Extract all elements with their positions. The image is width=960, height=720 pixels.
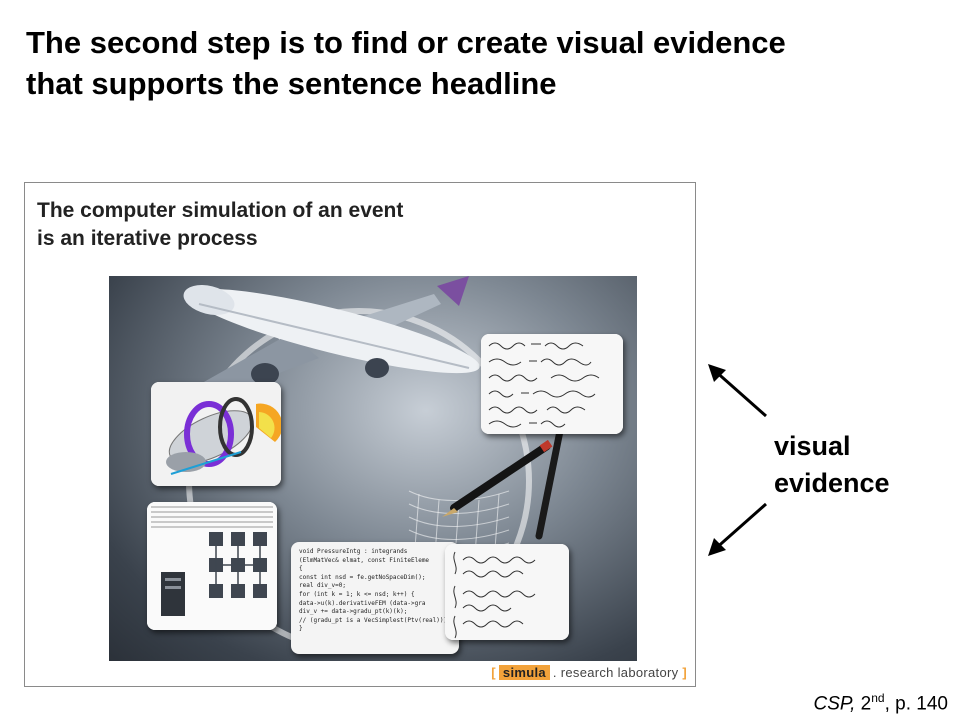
example-slide-title-line-2: is an iterative process: [37, 227, 258, 250]
citation-work: CSP,: [813, 693, 856, 715]
code-line: // (gradu_pt is a VecSimplest(Ptv(real))…: [299, 616, 448, 624]
citation-page: , p. 140: [884, 693, 948, 715]
simula-footer-tag: [simula. research laboratory ]: [491, 665, 687, 680]
code-line: }: [299, 625, 303, 633]
code-line: div_v += data->gradu_pt(k)(k);: [299, 608, 408, 616]
citation: CSP, 2nd, p. 140: [813, 686, 948, 716]
arrow-up-left-icon: [708, 364, 767, 418]
code-line: {: [299, 565, 303, 573]
equations-card: [481, 334, 623, 434]
integral-equations-card: [445, 544, 569, 640]
code-line: for (int k = 1; k <= nsd; k++) {: [299, 590, 415, 598]
computing-cluster-card: [147, 502, 277, 630]
engine-simulation-card: [151, 382, 281, 486]
visual-evidence-label: visual evidence: [774, 428, 890, 502]
callout-line-1: visual: [774, 431, 851, 461]
footer-bracket-close: ]: [682, 665, 687, 680]
code-line: const int nsd = fe.getNoSpaceDim();: [299, 573, 426, 581]
slide-title: The second step is to find or create vis…: [26, 22, 926, 104]
citation-edition: 2: [860, 693, 872, 715]
code-card: void PressureIntg : integrands (ElmMatVe…: [291, 542, 459, 654]
example-slide-title-line-1: The computer simulation of an event: [37, 199, 404, 222]
footer-lab-text: . research laboratory: [552, 665, 679, 680]
simula-brand: simula: [498, 665, 550, 680]
handwritten-integrals: [445, 544, 569, 640]
slide-title-line-2: that supports the sentence headline: [26, 66, 557, 101]
footer-bracket-open: [: [491, 665, 496, 680]
code-line: data->u(k).derivativeFEM (data->gra: [299, 599, 426, 607]
citation-edition-suffix: nd: [871, 691, 885, 705]
simulation-scene: void PressureIntg : integrands (ElmMatVe…: [109, 276, 637, 661]
code-line: (ElmMatVec& elmat, const FiniteEleme: [299, 556, 430, 564]
cluster-render: [147, 502, 277, 630]
slide-title-line-1: The second step is to find or create vis…: [26, 25, 786, 60]
airplane-illustration: [179, 276, 480, 404]
code-line: void PressureIntg : integrands: [299, 548, 408, 555]
example-slide-title: The computer simulation of an event is a…: [37, 197, 403, 253]
handwritten-equations: [481, 334, 623, 434]
code-line: real div_v=0;: [299, 582, 346, 590]
arrow-down-left-icon: [708, 502, 767, 556]
callout-line-2: evidence: [774, 468, 890, 498]
example-slide-image: The computer simulation of an event is a…: [24, 182, 696, 687]
engine-render: [151, 382, 281, 486]
